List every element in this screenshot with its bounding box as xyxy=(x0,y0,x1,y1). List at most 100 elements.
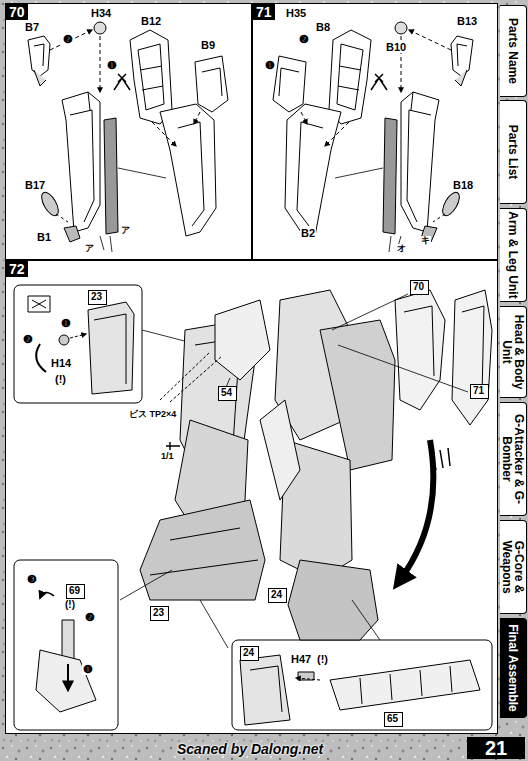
wing-part-drawing xyxy=(50,30,92,50)
step-reference: 70 xyxy=(413,281,424,292)
callout-label: B7 xyxy=(24,22,40,33)
final-assembly-drawing xyxy=(240,655,290,725)
callout-label: H35 xyxy=(285,8,307,19)
wing-part-drawing xyxy=(94,22,106,34)
final-assembly-drawing xyxy=(36,344,46,372)
section-tab-active: Final Assemble xyxy=(500,618,527,718)
final-assembly-drawing xyxy=(404,306,434,376)
part-number: 24 xyxy=(243,647,254,658)
panel-ground xyxy=(253,4,497,259)
tab-label: Final Assemble xyxy=(500,621,526,715)
wing-part-drawing xyxy=(114,74,130,90)
part-number: 23 xyxy=(153,607,164,618)
wing-part-drawing xyxy=(195,56,228,112)
callout-label: B9 xyxy=(200,40,216,51)
final-assembly-drawing xyxy=(120,570,172,600)
wing-part-drawing xyxy=(100,36,101,92)
tab-label: Head & Body Unit xyxy=(500,309,526,395)
section-tab: G-Core & Weapons xyxy=(500,520,527,614)
wing-part-drawing xyxy=(38,190,61,219)
part-number-box: 69 xyxy=(66,584,85,599)
page-number: 21 xyxy=(467,737,525,759)
final-assembly-drawing xyxy=(94,314,126,384)
wing-part-drawing xyxy=(62,92,100,232)
final-assembly-drawing xyxy=(395,290,445,410)
final-assembly-drawing xyxy=(462,306,484,396)
callout-label: B17 xyxy=(24,180,46,191)
callout-label: B8 xyxy=(315,22,331,33)
final-assembly-drawing xyxy=(215,300,270,380)
final-assembly-drawing xyxy=(36,650,96,712)
step-number: 71 xyxy=(253,4,275,20)
part-number-box: 24 xyxy=(240,646,259,661)
final-assembly-drawing xyxy=(67,664,69,690)
wing-part-drawing xyxy=(202,68,222,96)
section-tab: Parts Name xyxy=(500,5,527,97)
step-number: 70 xyxy=(6,4,28,20)
final-assembly-drawing xyxy=(62,620,74,660)
wing-part-drawing xyxy=(34,70,46,86)
part-number: 69 xyxy=(69,585,80,596)
scanner-credit: Scaned by Dalong.net xyxy=(176,742,324,756)
callout-label: B13 xyxy=(456,16,478,27)
callout-label: ❷ xyxy=(62,34,74,45)
tab-label: Arm & Leg Unit xyxy=(500,211,526,299)
final-assembly-drawing xyxy=(320,320,395,470)
wing-part-drawing xyxy=(152,122,176,146)
callout-label: ❶ xyxy=(264,60,276,71)
callout-label: キ xyxy=(420,236,431,245)
callout-label: ❸ xyxy=(26,574,38,585)
section-tab: Arm & Leg Unit xyxy=(500,208,527,302)
callout-label: ア xyxy=(84,244,95,253)
panel-ground xyxy=(6,4,497,733)
final-assembly-drawing xyxy=(14,285,492,730)
final-assembly-drawing xyxy=(352,600,380,640)
final-assembly-drawing xyxy=(14,560,118,730)
panel-ground xyxy=(6,4,251,259)
final-assembly-drawing xyxy=(260,400,300,500)
final-assembly-drawing xyxy=(88,302,134,394)
final-assembly-drawing xyxy=(140,500,265,600)
callout-label: ❷ xyxy=(84,612,96,623)
wing-part-drawing xyxy=(273,22,473,252)
wing-part-drawing xyxy=(178,122,204,226)
wing-part-drawing xyxy=(100,236,112,252)
final-assembly-drawing xyxy=(288,560,378,640)
final-assembly-drawing xyxy=(330,660,480,710)
wing-part-drawing xyxy=(138,44,164,110)
step-panel: 71 xyxy=(253,4,497,259)
part-number-box: 24 xyxy=(268,588,287,603)
final-assembly-drawing xyxy=(298,672,314,680)
wing-part-drawing xyxy=(104,118,118,234)
callout-label: ❶ xyxy=(106,60,118,71)
final-assembly-drawing xyxy=(14,285,142,403)
wing-part-drawing xyxy=(34,44,44,66)
callout-label: 1/1 xyxy=(160,452,175,461)
final-assembly-drawing xyxy=(360,666,452,704)
wing-part-drawing xyxy=(28,36,50,76)
step-number: 72 xyxy=(6,261,28,277)
part-number: 24 xyxy=(271,589,282,600)
callout-label: B10 xyxy=(385,42,407,53)
step-reference-box: 71 xyxy=(470,384,489,399)
part-number: 65 xyxy=(387,713,398,724)
part-number: 54 xyxy=(221,387,232,398)
tab-label: G-Core & Weapons xyxy=(500,523,526,611)
final-assembly-drawing xyxy=(40,592,54,598)
wing-part-drawing xyxy=(118,168,166,178)
callout-label: ビス TP2×4 xyxy=(128,410,177,419)
wing-part-drawing xyxy=(28,22,228,252)
step-reference: 71 xyxy=(473,385,484,396)
section-tab: Head & Body Unit xyxy=(500,306,527,398)
callout-label: B2 xyxy=(300,228,316,239)
part-number-box: 23 xyxy=(88,290,107,305)
tab-label: Parts Name xyxy=(500,8,526,94)
final-assembly-drawing xyxy=(432,448,450,470)
final-assembly-drawing xyxy=(70,334,86,338)
callout-label: ア xyxy=(120,226,131,235)
page-number-box: 21 xyxy=(467,737,525,759)
panel-ground xyxy=(6,261,497,733)
section-tab: G-Attacker & G-Bomber xyxy=(500,402,527,516)
final-assembly-drawing xyxy=(28,296,50,312)
final-assembly-drawing xyxy=(150,528,258,575)
